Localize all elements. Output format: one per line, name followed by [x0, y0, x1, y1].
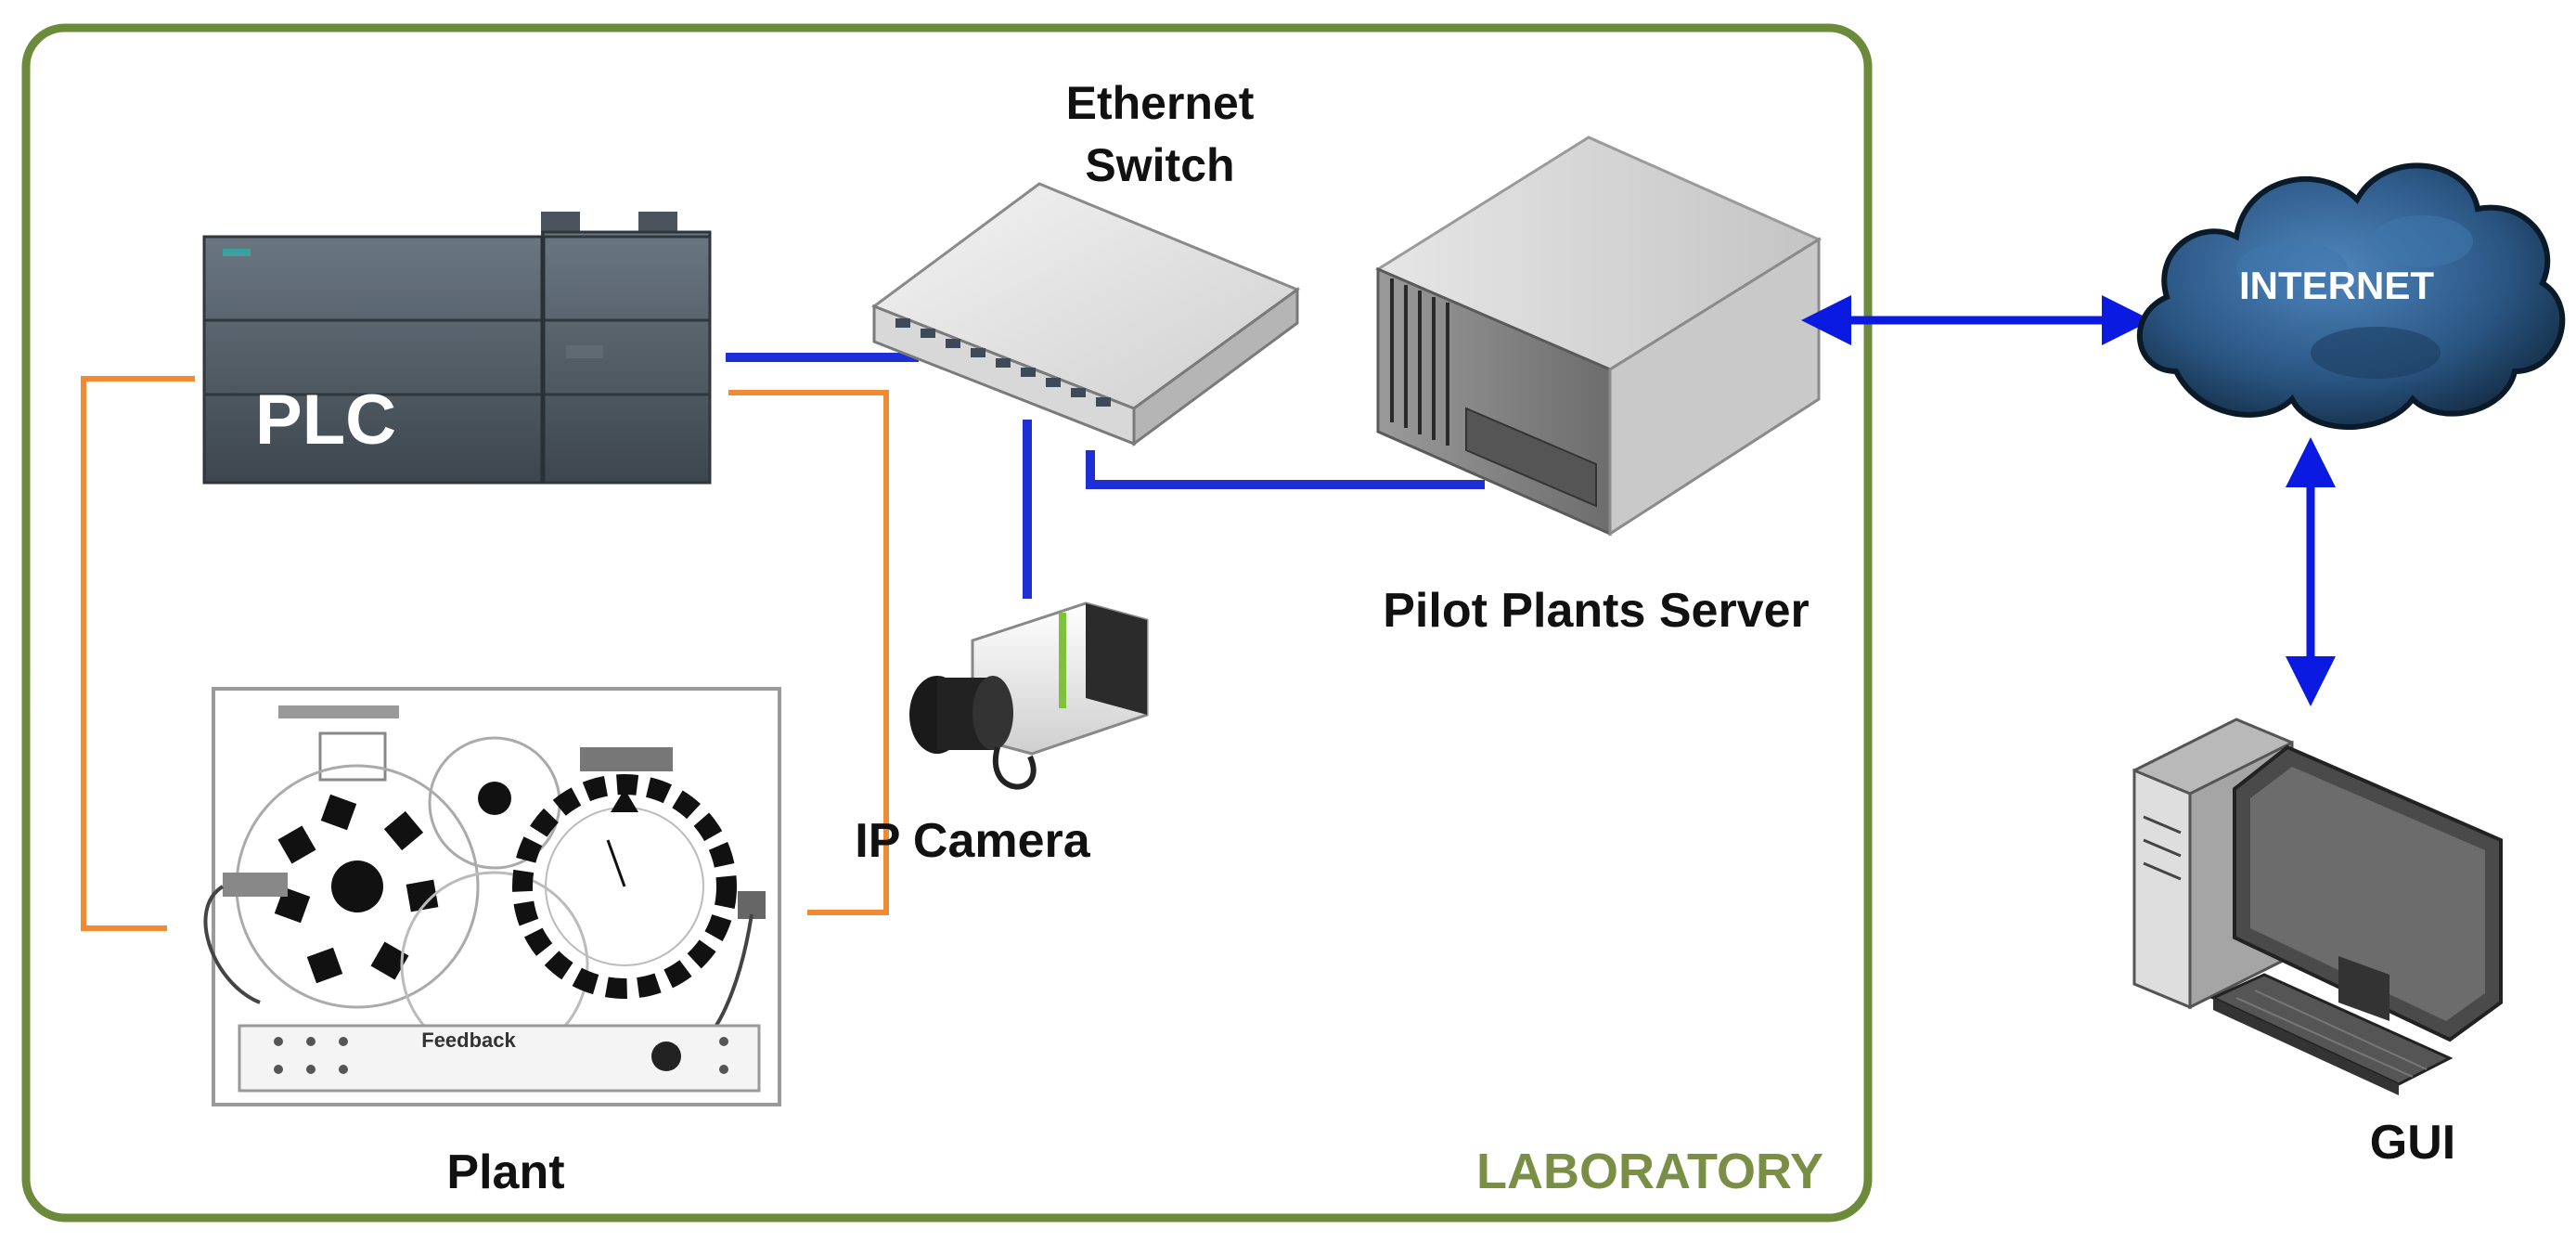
desktop-computer-icon: [2132, 718, 2503, 1095]
io-wiring-left: [81, 376, 195, 931]
ethernet-switch-label-line2: Switch: [1085, 139, 1234, 191]
plc-label: PLC: [255, 381, 396, 459]
ethernet-switch-icon: [870, 182, 1301, 446]
ethernet-links: [726, 353, 1485, 599]
ip-camera-label: IP Camera: [855, 814, 1091, 868]
pilot-plant-panel-icon: [203, 687, 781, 1106]
server-tower-icon: [1374, 136, 1823, 537]
plc-device-icon: [202, 212, 712, 485]
gui-label: GUI: [2370, 1116, 2455, 1170]
plant-brand-text: Feedback: [421, 1029, 516, 1052]
laboratory-boundary: [21, 23, 1873, 1223]
laboratory-label: LABORATORY: [1476, 1144, 1823, 1199]
ethernet-switch-label-line1: Ethernet: [1066, 77, 1255, 129]
server-label: Pilot Plants Server: [1383, 584, 1810, 638]
io-wiring-right: [728, 390, 889, 915]
plant-label: Plant: [446, 1145, 564, 1199]
ip-camera-icon: [909, 602, 1149, 790]
switch-server-link: [1086, 450, 1485, 489]
internet-label: INTERNET: [2239, 264, 2434, 307]
internet-cloud-icon: [2136, 162, 2566, 430]
